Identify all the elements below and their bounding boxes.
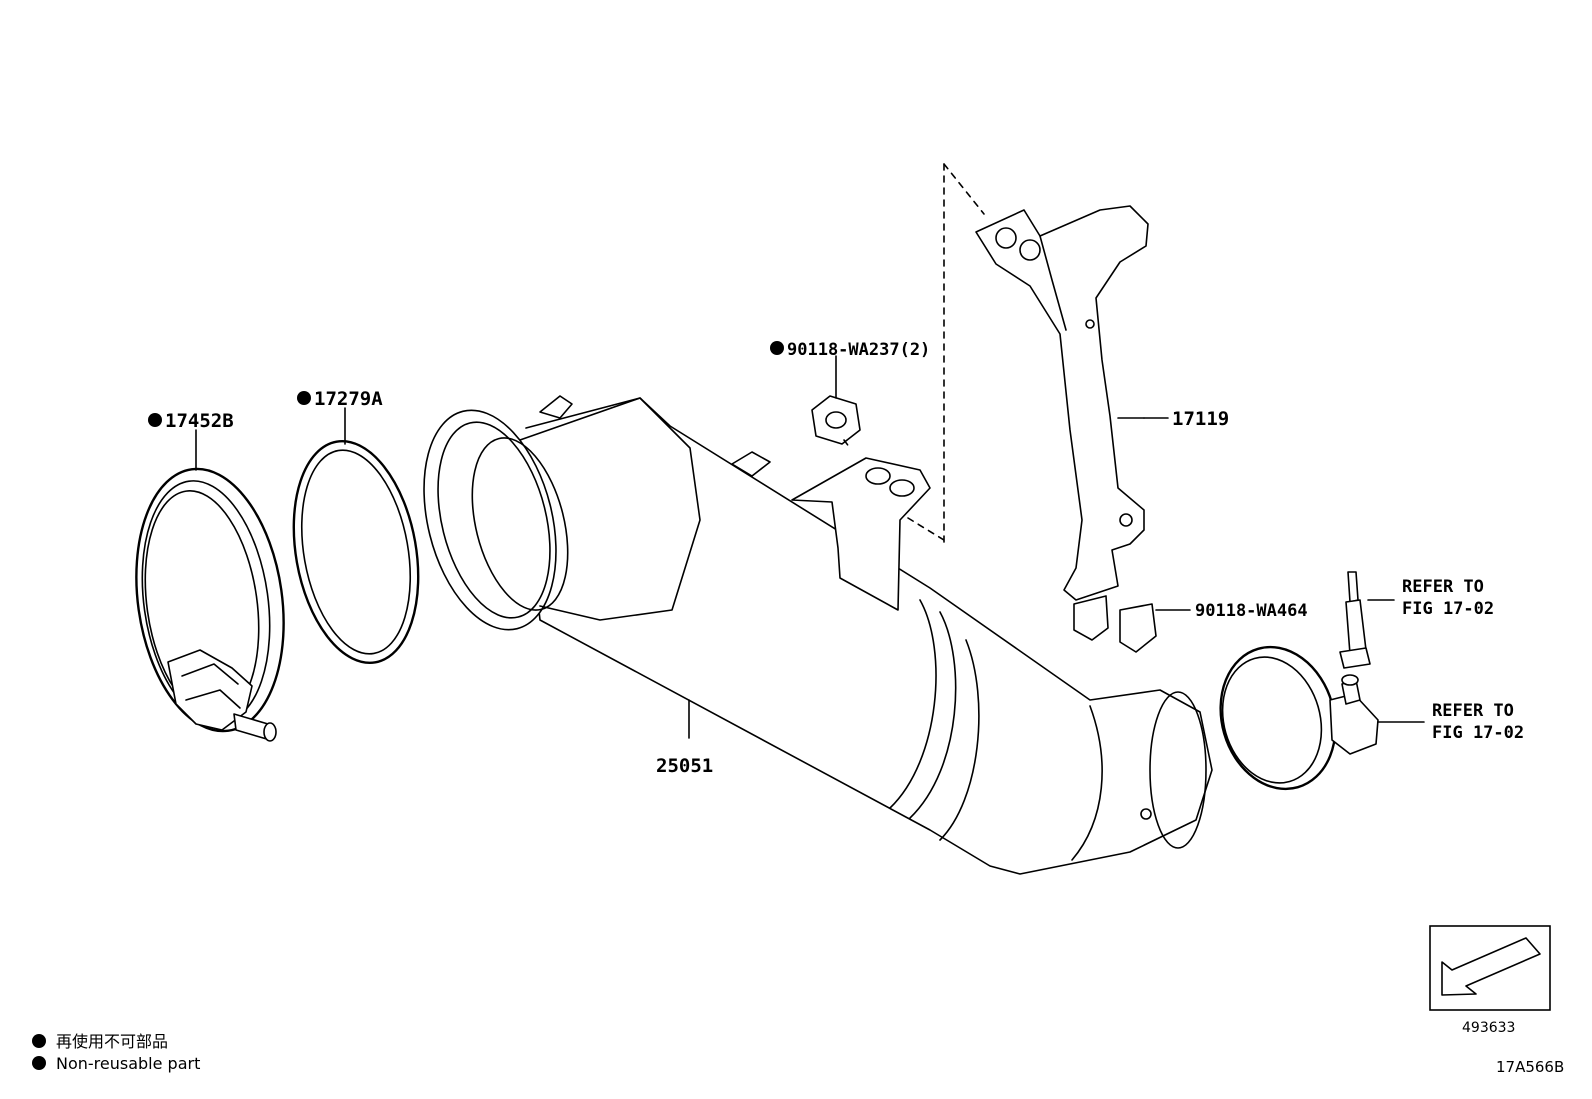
figure-code: 17A566B (1496, 1058, 1565, 1076)
legend-english: Non-reusable part (32, 1054, 200, 1073)
ref-sensor-line1: REFER TO (1402, 577, 1484, 597)
label-17452b: 17452B (165, 410, 234, 432)
label-90118-wa464: 90118-WA464 (1195, 601, 1308, 621)
non-reusable-marker-17452b (148, 413, 162, 427)
direction-arrow-icon (1441, 937, 1541, 996)
clamp-17452b-drawing (135, 467, 285, 742)
label-25051: 25051 (656, 755, 713, 777)
non-reusable-marker-90118-wa237 (770, 341, 784, 355)
legend-japanese: 再使用不可部品 (32, 1028, 168, 1052)
label-90118-wa237: 90118-WA237(2) (787, 340, 930, 360)
non-reusable-marker-17279a (297, 391, 311, 405)
bracket-17119-drawing (907, 163, 1149, 601)
non-reusable-dot-icon (32, 1034, 46, 1048)
orientation-box-code: 493633 (1462, 1020, 1516, 1036)
label-17119: 17119 (1172, 408, 1229, 430)
orientation-box (1429, 925, 1551, 1011)
ref-sensor-line2: FIG 17-02 (1402, 599, 1494, 619)
converter-25051-drawing (423, 395, 1213, 875)
ref-clamp-line1: REFER TO (1432, 701, 1514, 721)
legend-japanese-text: 再使用不可部品 (56, 1032, 169, 1051)
label-17279a: 17279A (314, 388, 383, 410)
gasket-17279a-drawing (292, 440, 420, 664)
nut-90118-wa237-drawing (811, 355, 861, 449)
clip-90118-wa464-drawing (1073, 595, 1191, 653)
non-reusable-dot-icon (32, 1056, 46, 1070)
legend-english-text: Non-reusable part (56, 1054, 201, 1073)
ref-clamp-line2: FIG 17-02 (1432, 723, 1524, 743)
sensor-drawing (1339, 571, 1395, 669)
band-clamp-drawing (1219, 645, 1425, 791)
